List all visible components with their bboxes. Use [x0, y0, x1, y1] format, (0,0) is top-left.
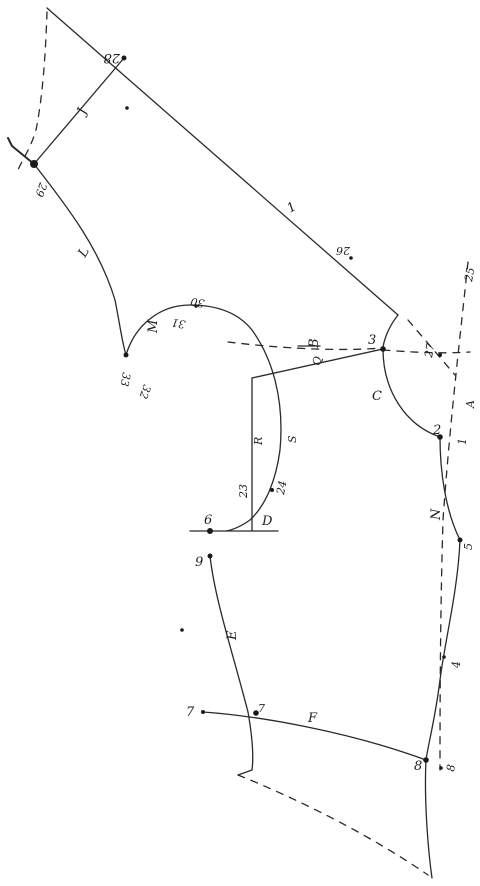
- label-3: 3: [368, 333, 376, 348]
- label-30: 30: [189, 295, 205, 310]
- label-26: 26: [336, 244, 351, 257]
- label-7-left: 7: [186, 705, 195, 720]
- label-29: 29: [32, 180, 49, 199]
- point-8-right-dot: [439, 766, 443, 770]
- line-f-7-to-8: [202, 711, 427, 761]
- point-6-dot: [207, 528, 213, 534]
- label-6: 6: [204, 513, 212, 528]
- curve-c-3-to-2: [382, 314, 441, 438]
- label-32: 32: [136, 383, 153, 401]
- point-stray-dot: [180, 628, 184, 632]
- label-25: 25: [462, 266, 477, 283]
- label-1: 1: [456, 438, 469, 445]
- point-24-dot: [270, 488, 274, 492]
- line-9-to-7-curve: [209, 555, 254, 776]
- label-31: 31: [170, 316, 186, 331]
- line-label-m: M: [146, 319, 161, 334]
- label-7: 7: [258, 702, 265, 715]
- label-5: 5: [462, 543, 475, 550]
- label-27: 27: [422, 342, 437, 359]
- point-7-left-dot: [201, 710, 205, 714]
- line-label-b: B: [307, 338, 322, 349]
- line-label-n: N: [429, 508, 444, 521]
- label-28: 28: [103, 50, 121, 65]
- label-9: 9: [195, 555, 203, 570]
- point-7-dot: [253, 710, 259, 716]
- dashed-line-right-vertical: [439, 261, 469, 771]
- curve-30-armhole: [125, 304, 282, 532]
- dashed-line-b: [227, 341, 384, 351]
- line-28-to-29: [33, 57, 125, 165]
- point-8-dot: [423, 757, 429, 763]
- line-label-1: 1: [285, 199, 300, 216]
- line-label-q: Q: [310, 355, 324, 366]
- label-2: 2: [432, 423, 441, 438]
- line-label-c: C: [372, 389, 382, 404]
- line-l-28-to-3: [46, 7, 399, 316]
- label-8: 8: [414, 759, 422, 774]
- point-27-dot: [438, 353, 442, 357]
- label-8-right: 8: [444, 763, 458, 772]
- dashed-diagonal-27: [407, 319, 456, 376]
- line-8-to-bottom: [424, 759, 433, 879]
- line-label-f: F: [307, 711, 318, 726]
- dashed-line-right-horizontal: [382, 349, 471, 354]
- point-extra-dot: [125, 106, 129, 110]
- point-29-dot: [30, 160, 38, 168]
- point-2-dot: [437, 434, 443, 440]
- corner-29: [7, 137, 35, 165]
- dashed-curve-top-left: [17, 11, 48, 171]
- line-label-r: R: [252, 437, 265, 446]
- point-28-dot: [121, 55, 127, 61]
- point-33-dot: [123, 352, 129, 358]
- line-label-l: L: [75, 245, 93, 261]
- line-2-to-8: [425, 436, 461, 761]
- point-5-dot: [457, 537, 463, 543]
- line-label-d: D: [261, 514, 273, 529]
- line-q-r-junction: [251, 348, 384, 379]
- label-4: 4: [450, 661, 463, 669]
- label-33: 33: [118, 371, 133, 387]
- line-label-e: E: [225, 630, 240, 641]
- point-4-dot: [442, 655, 446, 659]
- point-26-dot: [349, 256, 353, 260]
- dashed-curve-bottom: [237, 774, 429, 876]
- label-23: 23: [237, 484, 250, 499]
- point-30-dot: [194, 304, 198, 308]
- line-m-29-to-33: [33, 163, 127, 356]
- point-9-dot: [207, 553, 213, 559]
- label-24: 24: [274, 479, 289, 496]
- line-label-a: A: [464, 400, 477, 409]
- point-3-dot: [380, 346, 386, 352]
- line-label-s: S: [286, 435, 299, 443]
